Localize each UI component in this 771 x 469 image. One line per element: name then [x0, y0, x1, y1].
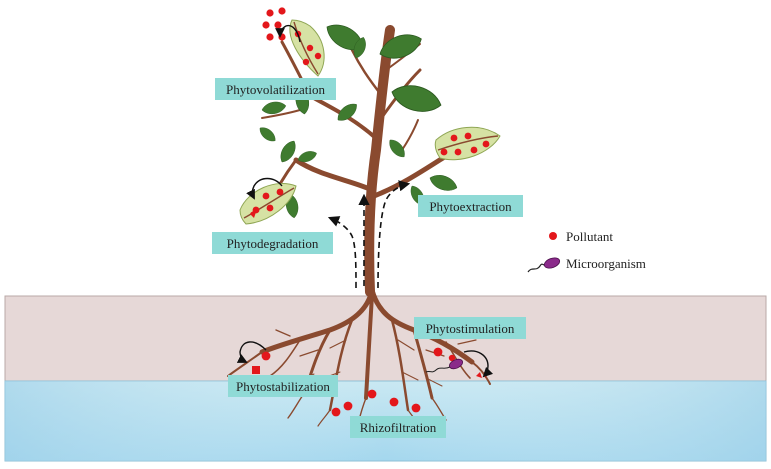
label-phytoextraction: Phytoextraction — [418, 195, 523, 217]
legend-label-microorganism: Microorganism — [566, 256, 646, 271]
label-text: Phytostimulation — [426, 321, 515, 336]
label-phytovolatilization: Phytovolatilization — [215, 78, 336, 100]
legend-item-microorganism: Microorganism — [527, 256, 646, 273]
label-text: Rhizofiltration — [360, 420, 437, 435]
microorganism-legend-icon — [527, 257, 561, 273]
label-phytostabilization: Phytostabilization — [228, 375, 338, 397]
label-text: Phytoextraction — [429, 199, 512, 214]
legend-item-pollutant: Pollutant — [549, 229, 613, 244]
leaf-extraction — [434, 126, 501, 161]
label-text: Phytodegradation — [227, 236, 319, 251]
label-phytostimulation: Phytostimulation — [414, 317, 526, 339]
pollutant-icon — [549, 232, 557, 240]
legend-label-pollutant: Pollutant — [566, 229, 613, 244]
soil-layer — [4, 295, 767, 382]
process-arrows — [236, 24, 494, 378]
transport-arrows — [327, 180, 411, 289]
label-phytodegradation: Phytodegradation — [212, 232, 333, 254]
microorganism-icon — [425, 358, 463, 373]
label-text: Phytovolatilization — [226, 82, 325, 97]
label-text: Phytostabilization — [236, 379, 330, 394]
pollutant-dots — [250, 7, 490, 417]
legend: Pollutant Microorganism — [527, 229, 646, 273]
label-rhizofiltration: Rhizofiltration — [350, 416, 446, 438]
